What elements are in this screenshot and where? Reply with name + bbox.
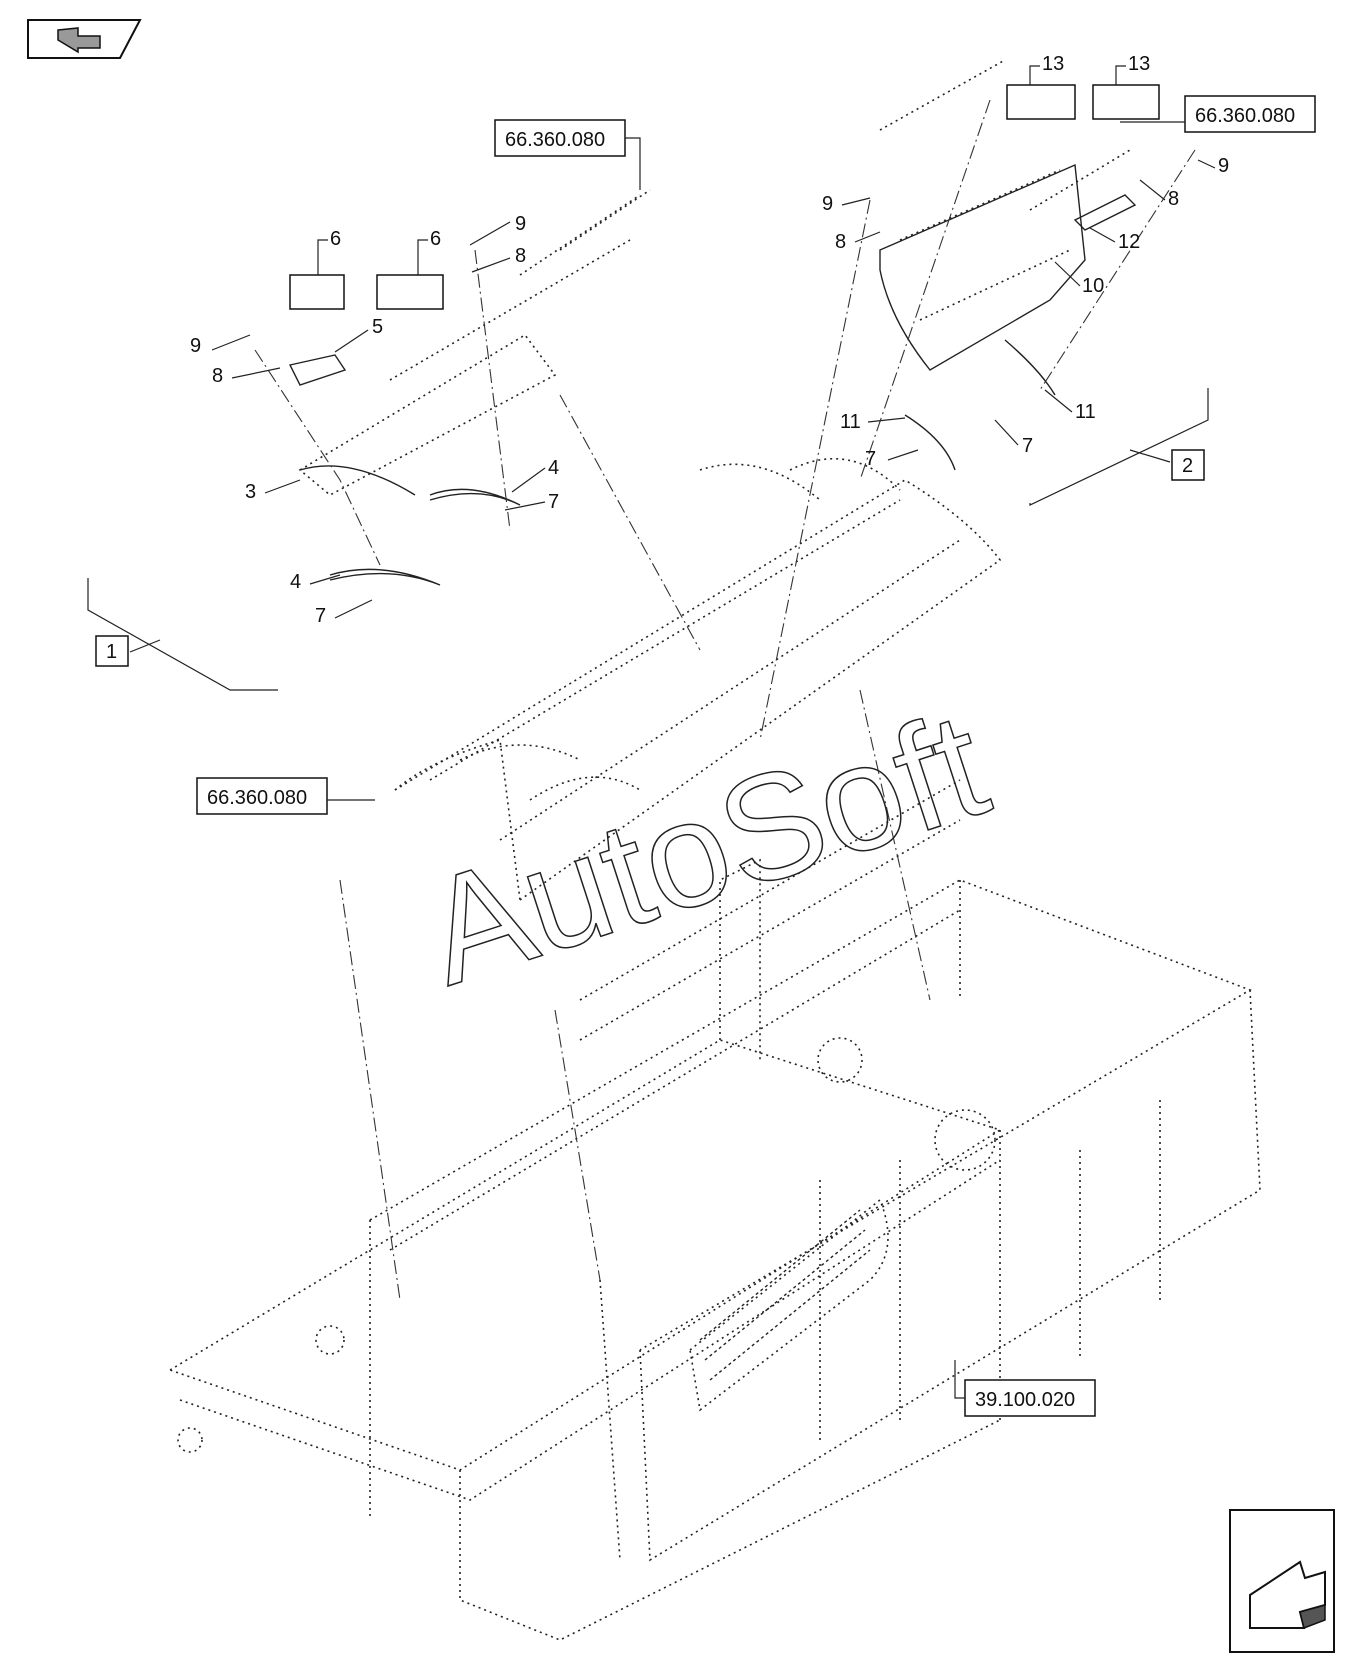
callout-11: 11 [1075, 401, 1096, 423]
group-number: 2 [1182, 455, 1193, 477]
decal-icon [1006, 84, 1076, 120]
callout-9: 9 [1218, 155, 1229, 177]
projection-line [554, 1009, 601, 1281]
callout-5: 5 [372, 316, 383, 338]
svg-text:66.360.080: 66.360.080 [207, 787, 307, 809]
reference-box-top-right[interactable]: 66.360.080 [1120, 95, 1316, 133]
callout-7: 7 [865, 448, 876, 470]
decal-icon [289, 274, 345, 310]
callout-11: 11 [840, 411, 861, 433]
group-number: 1 [106, 641, 117, 663]
callout-6: 6 [330, 228, 341, 250]
callout-13: 13 [1128, 53, 1150, 75]
projection-line [559, 394, 701, 651]
group-bracket-2: 2 [1029, 388, 1209, 506]
callouts: 6 6 9 8 9 5 8 3 4 7 4 7 13 13 9 8 9 8 [190, 53, 1229, 627]
reference-box-top-center[interactable]: 66.360.080 [494, 119, 641, 190]
left-cover-assembly [254, 189, 651, 586]
decal-icon [1092, 84, 1160, 120]
callout-13: 13 [1042, 53, 1064, 75]
nav-forward-arrow-icon[interactable] [1229, 1509, 1335, 1653]
callout-6: 6 [430, 228, 441, 250]
svg-text:66.360.080: 66.360.080 [1195, 105, 1295, 127]
decal-icon [376, 274, 444, 310]
svg-text:66.360.080: 66.360.080 [505, 129, 605, 151]
callout-8: 8 [1168, 188, 1179, 210]
nav-back-arrow-icon[interactable] [27, 19, 142, 59]
callout-4: 4 [548, 457, 559, 479]
main-frame-drawing [168, 458, 1261, 1641]
group-bracket-1: 1 [87, 578, 278, 691]
callout-9: 9 [190, 335, 201, 357]
callout-4: 4 [290, 571, 301, 593]
callout-8: 8 [515, 245, 526, 267]
reference-box-mid-left[interactable]: 66.360.080 [196, 777, 375, 815]
callout-3: 3 [245, 481, 256, 503]
callout-10: 10 [1082, 275, 1104, 297]
reference-box-bottom-right[interactable]: 39.100.020 [954, 1360, 1096, 1417]
callout-8: 8 [835, 231, 846, 253]
projection-line [339, 879, 401, 1301]
callout-7: 7 [315, 605, 326, 627]
callout-9: 9 [822, 193, 833, 215]
callout-9: 9 [515, 213, 526, 235]
svg-text:39.100.020: 39.100.020 [975, 1389, 1075, 1411]
projection-line [859, 689, 931, 1001]
callout-12: 12 [1118, 231, 1140, 253]
callout-8: 8 [212, 365, 223, 387]
callout-7: 7 [548, 491, 559, 513]
right-cover-assembly [759, 59, 1196, 741]
watermark-text: AutoSoft [406, 679, 1005, 1017]
callout-7: 7 [1022, 435, 1033, 457]
